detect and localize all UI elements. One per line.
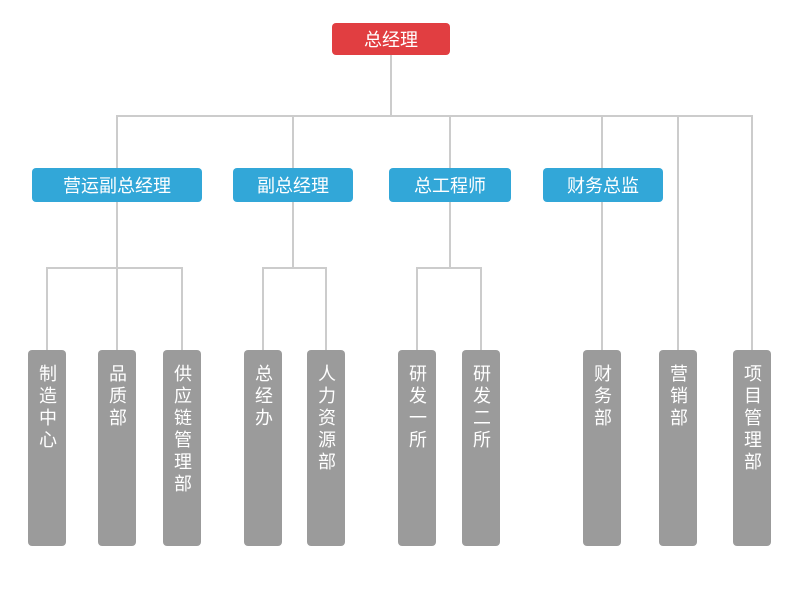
dept-human-resources[interactable]: 人力资源部: [307, 350, 345, 546]
connector-vp-drop: [292, 202, 294, 267]
dept-label: 财务部: [592, 364, 612, 430]
connector-drop-ops-vp: [116, 115, 118, 168]
dept-label: 研发一所: [407, 364, 427, 452]
node-general-manager[interactable]: 总经理: [332, 23, 450, 55]
connector-drop-supply-chain: [181, 267, 183, 350]
connector-drop-project-mgmt: [751, 115, 753, 350]
dept-label: 研发二所: [471, 364, 491, 452]
connector-chief-eng-drop: [449, 202, 451, 267]
node-label: 总工程师: [414, 176, 486, 196]
node-chief-engineer[interactable]: 总工程师: [389, 168, 511, 202]
connector-vp-horizontal: [262, 267, 327, 269]
connector-drop-marketing: [677, 115, 679, 350]
dept-supply-chain-management[interactable]: 供应链管理部: [163, 350, 201, 546]
connector-drop-finance-dir: [601, 115, 603, 168]
dept-finance[interactable]: 财务部: [583, 350, 621, 546]
dept-label: 项目管理部: [742, 364, 762, 474]
dept-label: 人力资源部: [316, 364, 336, 474]
dept-quality[interactable]: 品质部: [98, 350, 136, 546]
connector-drop-finance-dept: [601, 202, 603, 350]
connector-main-horizontal: [116, 115, 753, 117]
connector-chief-eng-horizontal: [416, 267, 482, 269]
node-finance-director[interactable]: 财务总监: [543, 168, 663, 202]
dept-marketing[interactable]: 营销部: [659, 350, 697, 546]
connector-drop-vp: [292, 115, 294, 168]
connector-drop-rd1: [416, 267, 418, 350]
node-vice-gm[interactable]: 副总经理: [233, 168, 353, 202]
dept-label: 制造中心: [37, 364, 57, 452]
connector-drop-gm-office: [262, 267, 264, 350]
connector-drop-chief-eng: [449, 115, 451, 168]
dept-manufacturing-center[interactable]: 制造中心: [28, 350, 66, 546]
dept-rd-institute-1[interactable]: 研发一所: [398, 350, 436, 546]
connector-drop-hr: [325, 267, 327, 350]
dept-label: 总经办: [253, 364, 273, 430]
dept-rd-institute-2[interactable]: 研发二所: [462, 350, 500, 546]
dept-label: 品质部: [107, 364, 127, 430]
node-label: 副总经理: [257, 176, 329, 196]
connector-drop-rd2: [480, 267, 482, 350]
node-operations-vice-gm[interactable]: 营运副总经理: [32, 168, 202, 202]
connector-root-drop: [390, 54, 392, 115]
dept-label: 营销部: [668, 364, 688, 430]
connector-ops-vp-drop: [116, 202, 118, 267]
dept-label: 供应链管理部: [172, 364, 192, 496]
node-label: 营运副总经理: [63, 176, 171, 196]
dept-project-management[interactable]: 项目管理部: [733, 350, 771, 546]
node-label: 财务总监: [567, 176, 639, 196]
connector-ops-vp-horizontal: [46, 267, 183, 269]
connector-drop-manufacturing: [46, 267, 48, 350]
node-label: 总经理: [364, 30, 418, 50]
dept-gm-office[interactable]: 总经办: [244, 350, 282, 546]
connector-drop-quality: [116, 267, 118, 350]
